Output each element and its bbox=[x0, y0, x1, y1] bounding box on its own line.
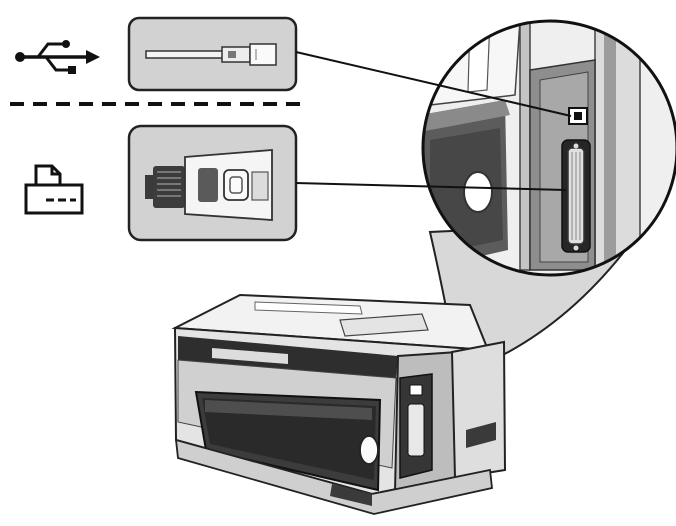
usb-cable-connector bbox=[145, 43, 277, 66]
usb-icon bbox=[15, 40, 100, 74]
parallel-connector-panel bbox=[127, 124, 298, 242]
parallel-leader-line bbox=[295, 182, 567, 191]
parallel-cable-connector bbox=[145, 149, 273, 221]
usb-port bbox=[568, 107, 588, 125]
printer-rear-illustration bbox=[171, 293, 507, 515]
usb-leader-line bbox=[295, 51, 572, 117]
printer-icon bbox=[24, 164, 84, 215]
usb-connector-panel bbox=[127, 16, 298, 92]
parallel-port bbox=[561, 139, 591, 253]
